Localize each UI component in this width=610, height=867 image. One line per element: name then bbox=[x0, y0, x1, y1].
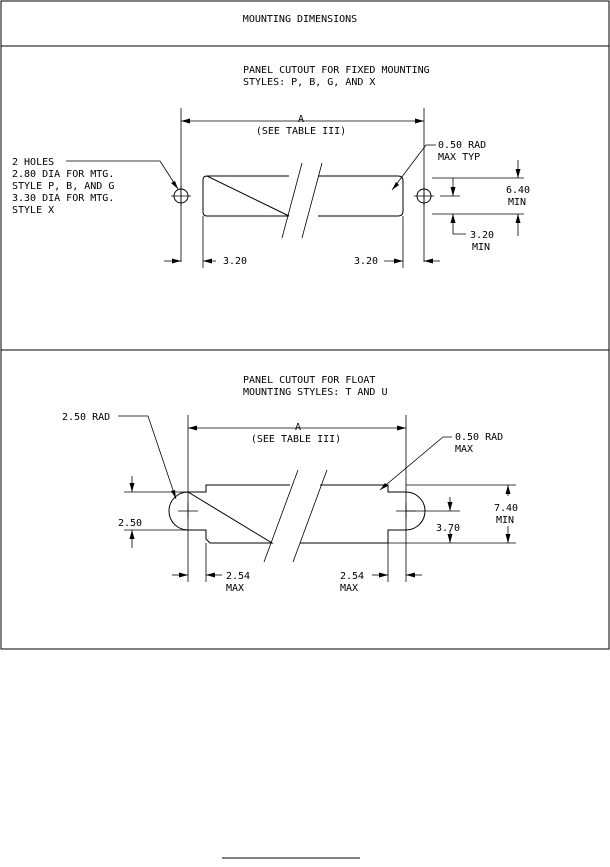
float-right-dim-value: 2.54 bbox=[340, 571, 364, 582]
float-height-value: 7.40 bbox=[494, 503, 518, 514]
fixed-left-dim: 3.20 bbox=[223, 256, 247, 267]
float-slot-dim: 2.50 bbox=[118, 518, 142, 529]
float-heading-2: MOUNTING STYLES: T AND U bbox=[243, 387, 388, 398]
fixed-offset-value: 3.20 bbox=[470, 230, 494, 241]
float-slot-outline bbox=[168, 484, 426, 544]
fixed-height-min: MIN bbox=[508, 197, 526, 208]
float-rad-right-1: 0.50 RAD bbox=[455, 432, 503, 443]
holes-note-4: 3.30 DIA FOR MTG. bbox=[12, 193, 114, 204]
fixed-see-table: (SEE TABLE III) bbox=[256, 126, 346, 137]
float-heading-1: PANEL CUTOUT FOR FLOAT bbox=[243, 375, 375, 386]
fixed-height-value: 6.40 bbox=[506, 185, 530, 196]
float-height-min: MIN bbox=[496, 515, 514, 526]
float-rad-right-2: MAX bbox=[455, 444, 473, 455]
float-left-dim-max: MAX bbox=[226, 583, 244, 594]
float-right-dim-max: MAX bbox=[340, 583, 358, 594]
fixed-dim-a-label: A bbox=[298, 114, 304, 125]
holes-note-2: 2.80 DIA FOR MTG. bbox=[12, 169, 114, 180]
float-left-dim-value: 2.54 bbox=[226, 571, 250, 582]
fixed-heading-1: PANEL CUTOUT FOR FIXED MOUNTING bbox=[243, 65, 430, 76]
fixed-rad-note-2: MAX TYP bbox=[438, 152, 480, 163]
fixed-rad-note-1: 0.50 RAD bbox=[438, 140, 486, 151]
drawing-frame bbox=[0, 0, 610, 650]
drawing-title: MOUNTING DIMENSIONS bbox=[243, 14, 357, 25]
fixed-heading-2: STYLES: P, B, G, AND X bbox=[243, 77, 375, 88]
fixed-mounting-section: PANEL CUTOUT FOR FIXED MOUNTING STYLES: … bbox=[12, 65, 530, 268]
fixed-right-dim: 3.20 bbox=[354, 256, 378, 267]
float-rad-left: 2.50 RAD bbox=[62, 412, 110, 423]
holes-note-1: 2 HOLES bbox=[12, 157, 54, 168]
right-mounting-hole bbox=[414, 186, 434, 206]
fixed-slot-outline bbox=[202, 175, 404, 217]
float-half-dim: 3.70 bbox=[436, 523, 460, 534]
fixed-offset-min: MIN bbox=[472, 242, 490, 253]
float-see-table: (SEE TABLE III) bbox=[251, 434, 341, 445]
holes-note-3: STYLE P, B, AND G bbox=[12, 181, 114, 192]
float-dim-a-label: A bbox=[295, 422, 301, 433]
left-mounting-hole bbox=[171, 186, 191, 206]
holes-note-5: STYLE X bbox=[12, 205, 54, 216]
float-mounting-section: PANEL CUTOUT FOR FLOAT MOUNTING STYLES: … bbox=[62, 375, 518, 594]
